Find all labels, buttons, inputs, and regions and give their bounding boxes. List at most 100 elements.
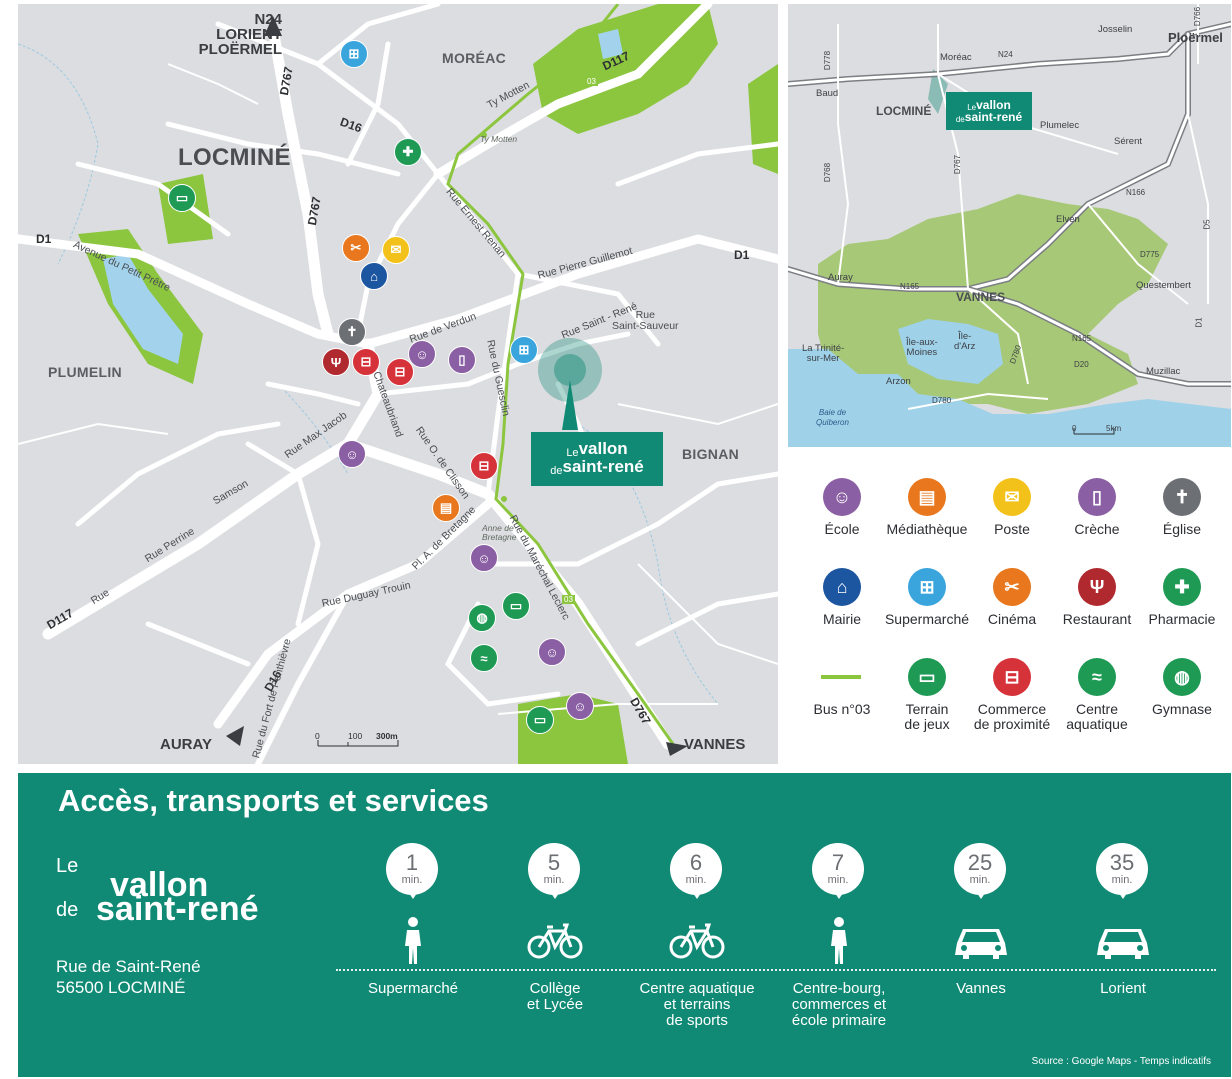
road-fort-penthievre xyxy=(255,591,351,764)
playground-pin[interactable]: ▭ xyxy=(502,592,530,630)
bus-line-tag: 03 xyxy=(562,595,575,604)
shop-pin[interactable]: ⊟ xyxy=(352,348,380,386)
cinema-pin[interactable]: ✂ xyxy=(342,234,370,272)
road-number: D767 xyxy=(953,154,963,175)
main-map[interactable]: LOCMINÉ MORÉAC PLUMELIN BIGNAN N24 LORIE… xyxy=(18,4,778,764)
project-logo: de saint-rené xyxy=(550,457,644,477)
supermarket-pin[interactable]: ⊞ xyxy=(510,336,538,374)
bus-stop-marker xyxy=(501,496,507,502)
school-pin[interactable]: ☺ xyxy=(338,440,366,478)
mail-icon: ✉ xyxy=(382,236,410,264)
bus-route-line xyxy=(446,4,675,745)
legend-label: Crèche xyxy=(1074,521,1120,537)
school-icon: ☺ xyxy=(566,692,594,720)
legend-label: Restaurant xyxy=(1062,611,1132,627)
town-hall-pin[interactable]: ⌂ xyxy=(360,262,388,300)
road-d5 xyxy=(1187,113,1209,304)
project-logo-part: de xyxy=(550,465,563,477)
region-place: La Trinité- sur-Mer xyxy=(802,343,845,364)
playground-pin[interactable]: ▭ xyxy=(526,706,554,744)
school-icon: ☺ xyxy=(470,544,498,572)
nursery-pin[interactable]: ▯ xyxy=(448,346,476,384)
legend-item: ⊞ Supermarché xyxy=(877,568,977,627)
project-logo: de saint-rené xyxy=(956,110,1022,124)
arrow-vannes xyxy=(666,742,688,756)
post-office-pin[interactable]: ✉ xyxy=(382,236,410,274)
project-badge[interactable]: Le vallon de saint-rené xyxy=(946,92,1032,130)
legend-label: Supermarché xyxy=(884,611,970,627)
legend-item: ✝ Église xyxy=(1132,478,1232,537)
road-d780 xyxy=(967,288,1029,385)
region-place: Elven xyxy=(1056,214,1080,225)
pharmacy-pin[interactable]: ✚ xyxy=(394,138,422,176)
street xyxy=(165,121,401,177)
destination-label: Centre aquatique et terrains de sports xyxy=(639,980,755,1029)
road-n165-inner xyxy=(788,267,1231,386)
cart-icon: ⊞ xyxy=(510,336,538,364)
legend-label: Cinéma xyxy=(987,611,1037,627)
stream xyxy=(18,43,99,265)
street-network xyxy=(18,4,778,764)
road-d767 xyxy=(937,73,969,290)
school-icon: ☺ xyxy=(538,638,566,666)
school-pin[interactable]: ☺ xyxy=(470,544,498,582)
project-logo-part: Le xyxy=(566,447,579,459)
library-pin[interactable]: ▤ xyxy=(432,494,460,532)
supermarket-pin[interactable]: ⊞ xyxy=(340,40,368,78)
ticket-icon: ✂ xyxy=(993,568,1031,606)
project-address: Rue de Saint-René 56500 LOCMINÉ xyxy=(56,956,201,998)
time-pin-tip xyxy=(973,887,989,899)
church-pin[interactable]: ✝ xyxy=(338,318,366,356)
project-logo-part: vallon xyxy=(578,439,628,458)
region-network xyxy=(788,4,1231,447)
project-logo-part: Le xyxy=(967,103,977,112)
school-pin[interactable]: ☺ xyxy=(538,638,566,676)
restaurant-pin[interactable]: Ψ xyxy=(322,348,350,386)
time-minutes: 35 xyxy=(1109,850,1135,875)
project-logo-part: de xyxy=(955,115,965,124)
walk-icon xyxy=(338,915,488,967)
legend-item: Ψ Restaurant xyxy=(1047,568,1147,627)
road-number: D1 xyxy=(1194,317,1204,328)
swimming-pin[interactable]: ≈ xyxy=(470,644,498,682)
road-number: N166 xyxy=(1126,188,1146,197)
address-city: 56500 LOCMINÉ xyxy=(56,978,186,997)
legend-item: ◍ Gymnase xyxy=(1132,658,1232,717)
bus-line-tag: 03 xyxy=(585,77,598,86)
street xyxy=(635,591,778,647)
region-place: Ploërmel xyxy=(1168,30,1223,45)
timeline-dotted-line xyxy=(336,969,1216,971)
arrow-auray xyxy=(226,726,244,746)
school-pin[interactable]: ☺ xyxy=(408,340,436,378)
band-title: Accès, transports et services xyxy=(58,783,489,818)
legend-label: École xyxy=(824,521,860,537)
ticket-icon: ✂ xyxy=(342,234,370,262)
time-unit: min. xyxy=(543,874,565,886)
playground-pin[interactable]: ▭ xyxy=(168,184,196,222)
scale-bar xyxy=(1073,428,1115,435)
street xyxy=(615,141,778,187)
legend-item: ✂ Cinéma xyxy=(962,568,1062,627)
place-bignan: BIGNAN xyxy=(682,446,740,462)
region-place: Île- d'Arz xyxy=(954,331,976,352)
project-location-glow xyxy=(538,338,602,402)
shop-pin[interactable]: ⊟ xyxy=(386,358,414,396)
legend-item: ≈ Centre aquatique xyxy=(1047,658,1147,732)
legend-label: Terrain de jeux xyxy=(904,701,950,732)
gym-pin[interactable]: ◍ xyxy=(468,604,496,642)
school-pin[interactable]: ☺ xyxy=(566,692,594,730)
playground-icon: ▭ xyxy=(908,658,946,696)
basket-icon: ⊟ xyxy=(470,452,498,480)
project-badge[interactable]: Le vallon de saint-rené xyxy=(531,432,663,486)
time-minutes: 5 xyxy=(547,850,561,875)
scale-label: 5km xyxy=(1106,424,1122,433)
region-map[interactable]: Moréac Josselin Ploërmel Baud LOCMINÉ Pl… xyxy=(788,4,1231,447)
shop-pin[interactable]: ⊟ xyxy=(470,452,498,490)
